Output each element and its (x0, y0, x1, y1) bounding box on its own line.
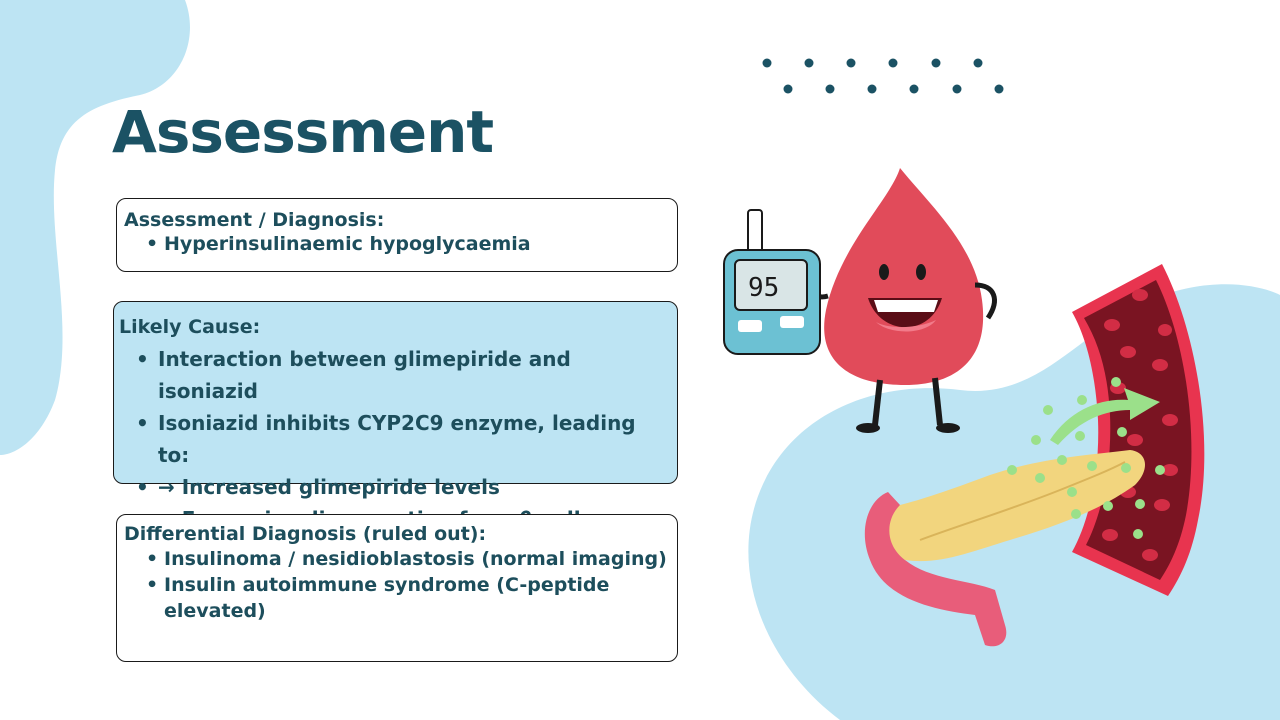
differential-list: •Insulinoma / nesidioblastosis (normal i… (124, 546, 670, 624)
list-item: •→ Increased glimepiride levels (119, 471, 672, 503)
list-item: •Hyperinsulinaemic hypoglycaemia (146, 233, 531, 255)
bullet-icon: • (136, 347, 149, 371)
likely-cause-heading: Likely Cause: (119, 316, 261, 338)
list-item: •Interaction between glimepiride and iso… (119, 343, 672, 407)
dot-pattern (762, 58, 1004, 94)
list-item: •Insulinoma / nesidioblastosis (normal i… (146, 548, 667, 570)
glucose-meter-icon: 95 (723, 209, 821, 355)
bullet-icon: • (146, 574, 159, 596)
assessment-card: Assessment / Diagnosis: •Hyperinsulinaem… (116, 198, 678, 272)
likely-cause-card: Likely Cause: •Interaction between glime… (113, 301, 678, 531)
arrow-icon (1050, 388, 1160, 445)
bullet-icon: • (136, 411, 149, 435)
meter-reading: 95 (748, 273, 779, 303)
list-item: •Isoniazid inhibits CYP2C9 enzyme, leadi… (119, 407, 672, 471)
insulin-particles (1007, 377, 1165, 539)
blood-drop-character (808, 168, 997, 433)
top-left-blob (0, 0, 190, 455)
bullet-icon: • (136, 475, 149, 499)
differential-diagnosis-card: Differential Diagnosis (ruled out): •Ins… (116, 514, 678, 662)
blood-vessel-illustration (1072, 264, 1205, 596)
bullet-icon: • (146, 233, 159, 255)
pancreas-illustration (864, 450, 1146, 647)
list-item: •Insulin autoimmune syndrome (C-peptide … (146, 574, 610, 622)
slide-title: Assessment (112, 98, 494, 166)
assessment-heading: Assessment / Diagnosis: (124, 209, 385, 231)
differential-heading: Differential Diagnosis (ruled out): (124, 523, 487, 545)
bullet-icon: • (146, 548, 159, 570)
assessment-list: •Hyperinsulinaemic hypoglycaemia (124, 232, 670, 257)
